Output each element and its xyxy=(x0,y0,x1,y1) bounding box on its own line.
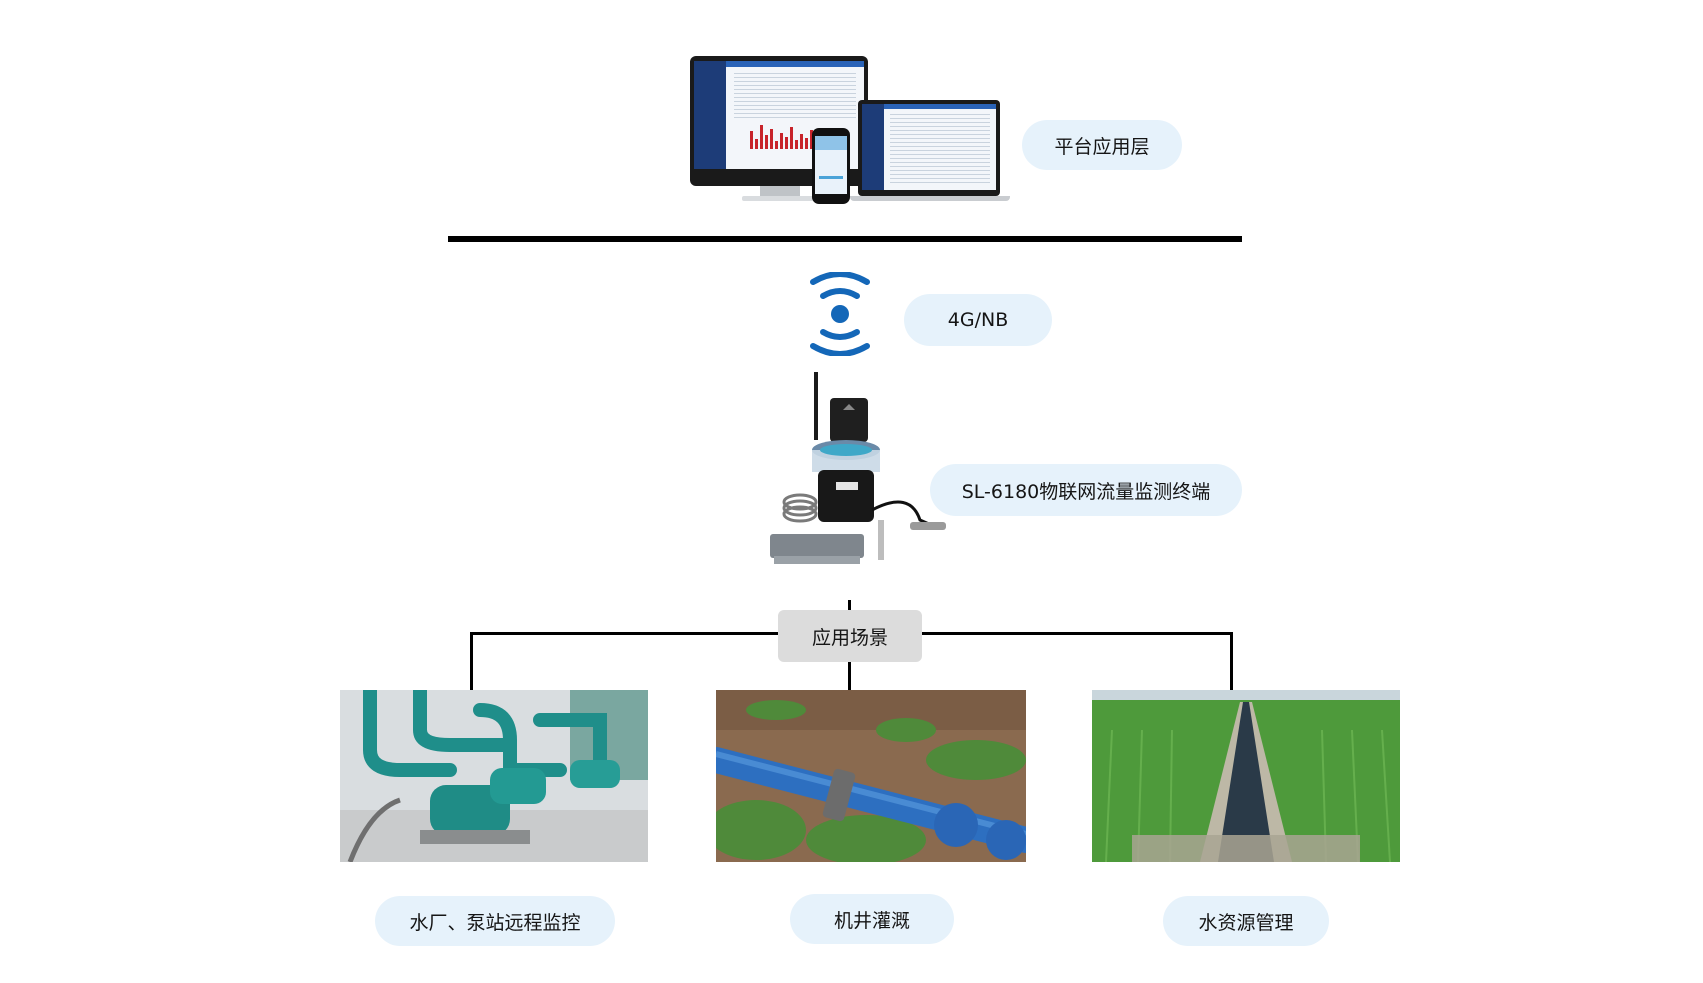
platform-layer-label: 平台应用层 xyxy=(1022,120,1182,170)
bar-chart-thumbnail xyxy=(750,121,850,149)
connector-left-branch xyxy=(470,632,473,692)
desktop-monitor xyxy=(690,56,868,186)
terminal-label: SL-6180物联网流量监测终端 xyxy=(930,464,1242,516)
connector-device-to-hub xyxy=(848,600,851,612)
platform-devices-illustration xyxy=(690,56,1020,206)
scenario-label-water-management: 水资源管理 xyxy=(1163,896,1329,946)
flow-monitoring-terminal-device xyxy=(770,372,946,564)
wireless-signal-icon xyxy=(810,272,870,356)
scenario-label-pump-station: 水厂、泵站远程监控 xyxy=(375,896,615,946)
connector-right-branch xyxy=(1230,632,1233,692)
scenario-label-irrigation: 机井灌溉 xyxy=(790,894,954,944)
network-layer-label: 4G/NB xyxy=(904,294,1052,346)
application-scenarios-hub: 应用场景 xyxy=(778,610,922,662)
irrigation-pipe-photo xyxy=(716,690,1026,862)
smartphone xyxy=(812,128,850,204)
pump-station-photo xyxy=(340,690,648,862)
connector-center-branch xyxy=(848,655,851,692)
water-canal-photo xyxy=(1092,690,1400,862)
laptop xyxy=(858,100,1000,196)
layer-divider xyxy=(448,236,1242,242)
